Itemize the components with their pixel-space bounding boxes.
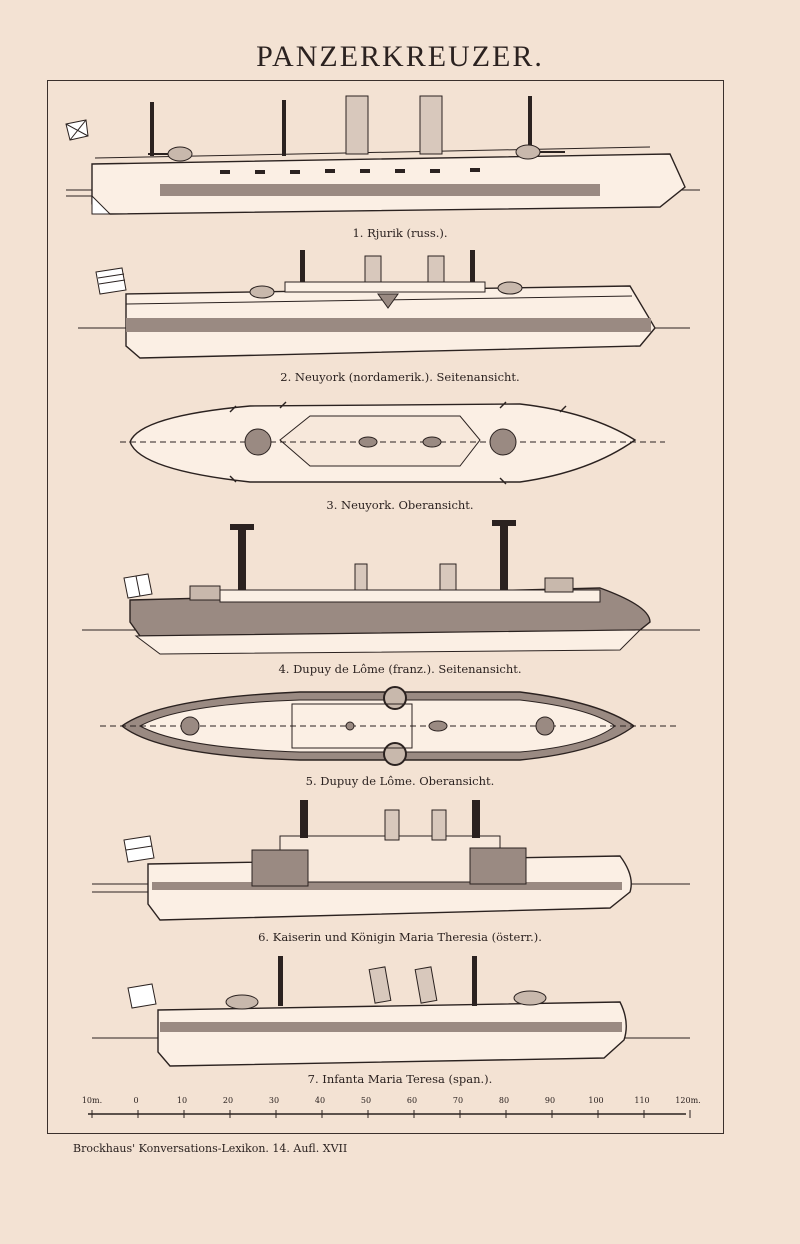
scale-label: 50: [360, 1096, 372, 1105]
scale-label: 30: [268, 1096, 280, 1105]
scale-label: 20: [222, 1096, 234, 1105]
page-title: PANZERKREUZER.: [256, 40, 544, 73]
scale-label: 100: [588, 1096, 604, 1105]
scale-label: 90: [544, 1096, 556, 1105]
caption-dupuy-side: 4. Dupuy de Lôme (franz.). Seitenansicht…: [278, 662, 522, 676]
ship-illustration-neuyork-top: [120, 401, 665, 485]
scale-label: 120m.: [675, 1096, 701, 1105]
scale-label: 60: [406, 1096, 418, 1105]
caption-neuyork-side: 2. Neuyork (nordamerik.). Seitenansicht.: [280, 370, 520, 384]
ship-illustration-infanta-maria-teresa: [92, 956, 690, 1067]
ship-illustration-dupuy-top: [100, 686, 680, 766]
ship-illustration-rjurik: [65, 95, 700, 215]
caption-infanta-maria-teresa: 7. Infanta Maria Teresa (span.).: [307, 1072, 493, 1086]
caption-dupuy-top: 5. Dupuy de Lôme. Oberansicht.: [305, 774, 495, 788]
caption-rjurik: 1. Rjurik (russ.).: [352, 226, 448, 240]
scale-label: 70: [452, 1096, 464, 1105]
footer-source: Brockhaus' Konversations-Lexikon. 14. Au…: [73, 1142, 348, 1155]
ship-illustration-maria-theresia: [92, 800, 690, 921]
ship-illustration-neuyork-side: [78, 250, 690, 359]
scale-label: 110: [634, 1096, 650, 1105]
scale-label: 40: [314, 1096, 326, 1105]
scale-label: 80: [498, 1096, 510, 1105]
caption-neuyork-top: 3. Neuyork. Oberansicht.: [326, 498, 474, 512]
caption-maria-theresia: 6. Kaiserin und Königin Maria Theresia (…: [258, 930, 542, 944]
ship-illustration-dupuy-side: [82, 520, 700, 655]
scale-bar: 10m. 0 10 20 30 40 50 60 70 80 90 100 11…: [0, 1096, 800, 1126]
scale-label: 0: [133, 1096, 139, 1105]
plate-frame: [47, 80, 724, 1134]
scale-label: 10: [176, 1096, 188, 1105]
scale-label: 10m.: [81, 1096, 103, 1105]
